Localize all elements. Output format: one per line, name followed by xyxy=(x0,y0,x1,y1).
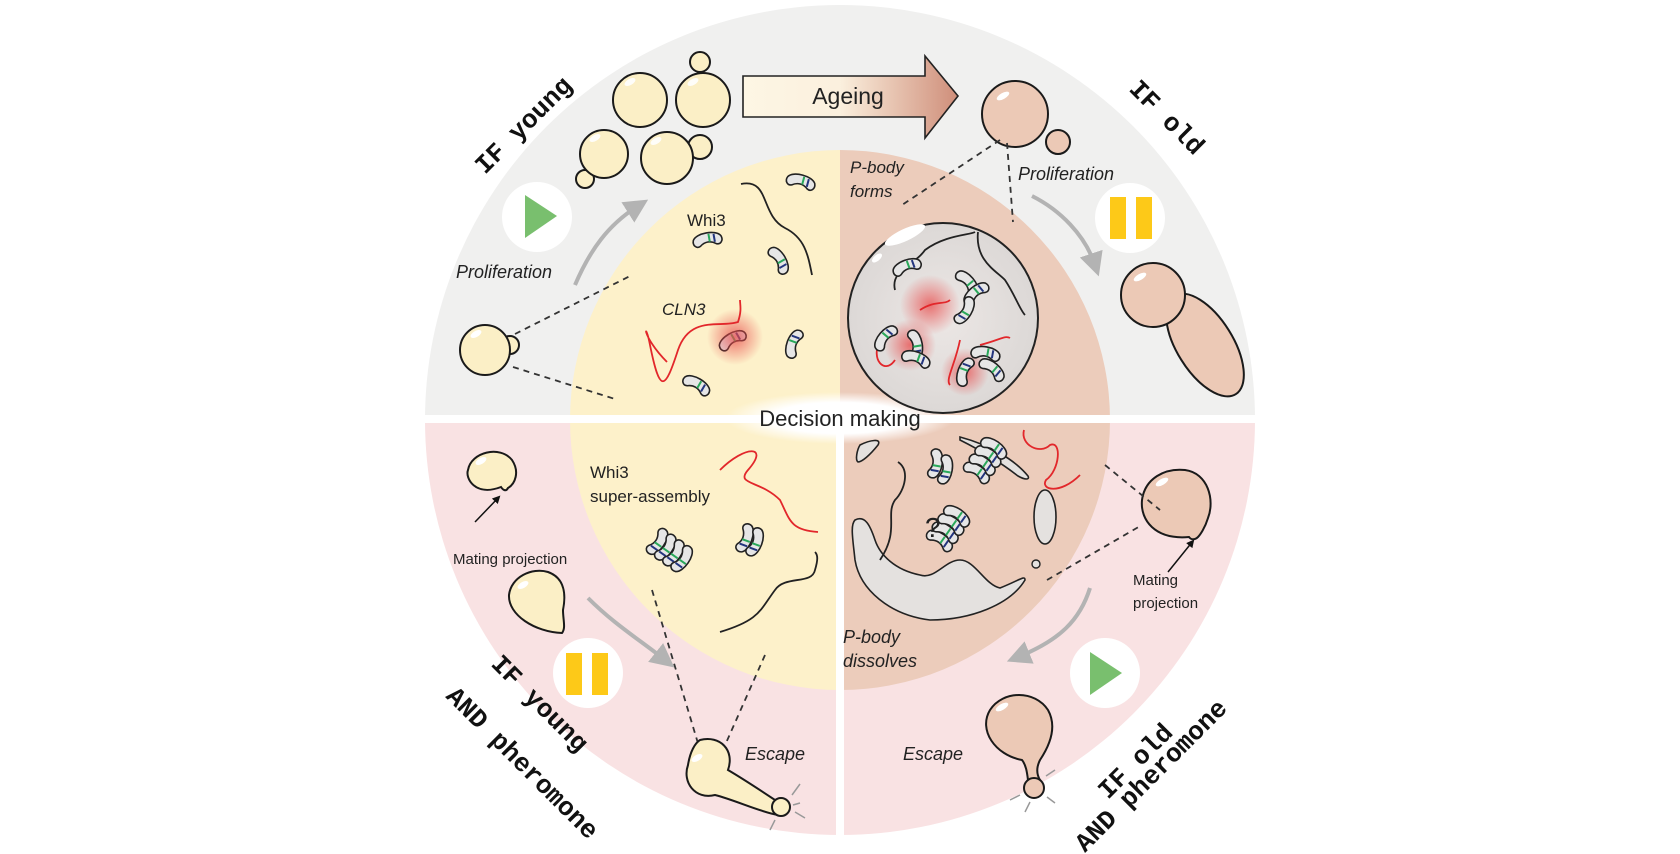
old-cell-projection xyxy=(1046,464,1212,581)
proliferation-arrow xyxy=(573,199,649,286)
escape-arrow-old xyxy=(1006,587,1092,664)
young-cells-proliferating xyxy=(575,51,731,189)
young-cell xyxy=(675,72,731,128)
label-forms: forms xyxy=(850,182,893,201)
whi3-free: Whi3 xyxy=(680,170,818,399)
young-cell xyxy=(640,131,694,185)
label-whi3: Whi3 xyxy=(687,211,726,230)
young-cell xyxy=(579,129,629,179)
cln3-mrna xyxy=(645,299,742,382)
label-pbody-bottom: P-body xyxy=(843,627,901,647)
label-whi3-super: Whi3 xyxy=(590,463,629,482)
pause-icon xyxy=(553,638,623,708)
label-ageing: Ageing xyxy=(812,83,884,109)
vertical-divider xyxy=(836,420,844,840)
label-mating: Mating xyxy=(1133,572,1178,589)
label-escape-old: Escape xyxy=(903,744,963,764)
dashed-zoom-line xyxy=(651,589,701,751)
question-mark: ? xyxy=(925,512,941,543)
label-mating-projection-young: Mating projection xyxy=(453,551,567,568)
play-icon xyxy=(502,182,572,252)
old-cell-elongated xyxy=(1120,262,1245,398)
label-escape-young: Escape xyxy=(745,744,805,764)
label-pbody: P-body xyxy=(850,158,905,177)
play-icon xyxy=(1070,638,1140,708)
old-cell-escape xyxy=(985,694,1056,813)
old-cell-top xyxy=(901,80,1071,223)
pbody-dissolved: ? xyxy=(851,429,1081,621)
pause-icon xyxy=(1095,183,1165,253)
glow xyxy=(707,309,763,365)
label-proliferation-young: Proliferation xyxy=(456,262,552,282)
young-cell-projection xyxy=(466,450,518,523)
label-cln3: CLN3 xyxy=(662,300,706,319)
bud xyxy=(689,51,711,73)
whi3-super-assembly xyxy=(645,450,819,633)
young-cell xyxy=(612,72,668,128)
young-cell-zoom xyxy=(459,274,633,400)
label-proliferation-old: Proliferation xyxy=(1018,164,1114,184)
label-dissolves: dissolves xyxy=(843,651,917,671)
young-cell-escape xyxy=(685,738,806,831)
escape-arrow-young xyxy=(586,596,675,668)
pbody-condensate xyxy=(847,222,1039,414)
dashed-zoom-line xyxy=(725,654,766,744)
young-cell-shmoo xyxy=(507,569,566,635)
center-pill xyxy=(725,392,955,444)
label-projection: projection xyxy=(1133,595,1198,612)
ageing-arrow xyxy=(742,53,960,141)
proliferation-arrow-old xyxy=(1031,194,1103,277)
center-label: Decision making xyxy=(759,406,920,431)
label-super-assembly: super-assembly xyxy=(590,487,710,506)
